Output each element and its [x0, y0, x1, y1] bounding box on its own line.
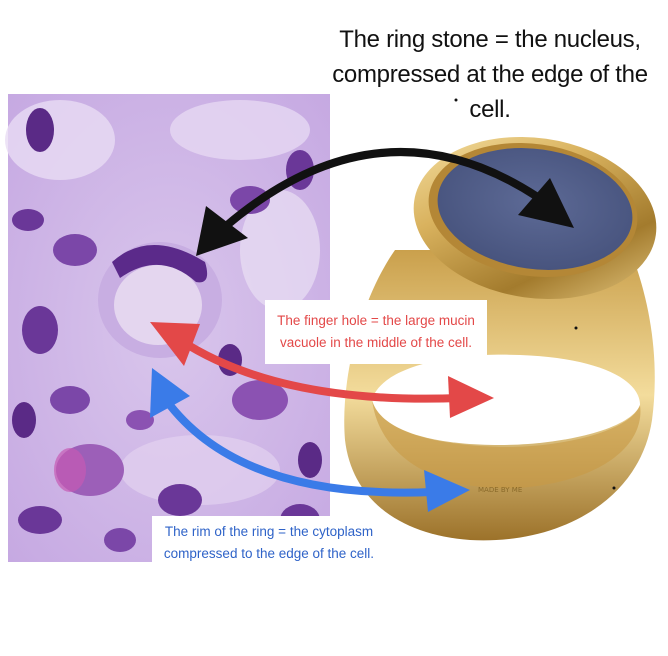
nucleus-arrow-head-right: [518, 178, 574, 228]
nucleus-arrow: [222, 148, 540, 230]
ring-engraving: MADE BY ME: [478, 486, 522, 494]
nucleus-arrow-head-left: [196, 206, 248, 256]
cytoplasm-arrow-head-left: [150, 368, 190, 418]
vacuole-arrow: [176, 336, 464, 403]
vacuole-caption: The finger hole = the large mucin vacuol…: [265, 300, 487, 364]
cytoplasm-arrow-head-right: [424, 470, 470, 512]
cytoplasm-caption: The rim of the ring = the cytoplasm comp…: [152, 516, 386, 572]
vacuole-arrow-head-left: [150, 322, 200, 366]
cytoplasm-arrow: [162, 396, 436, 497]
nucleus-caption: The ring stone = the nucleus, compressed…: [332, 26, 648, 123]
vacuole-arrow-head-right: [448, 376, 494, 418]
